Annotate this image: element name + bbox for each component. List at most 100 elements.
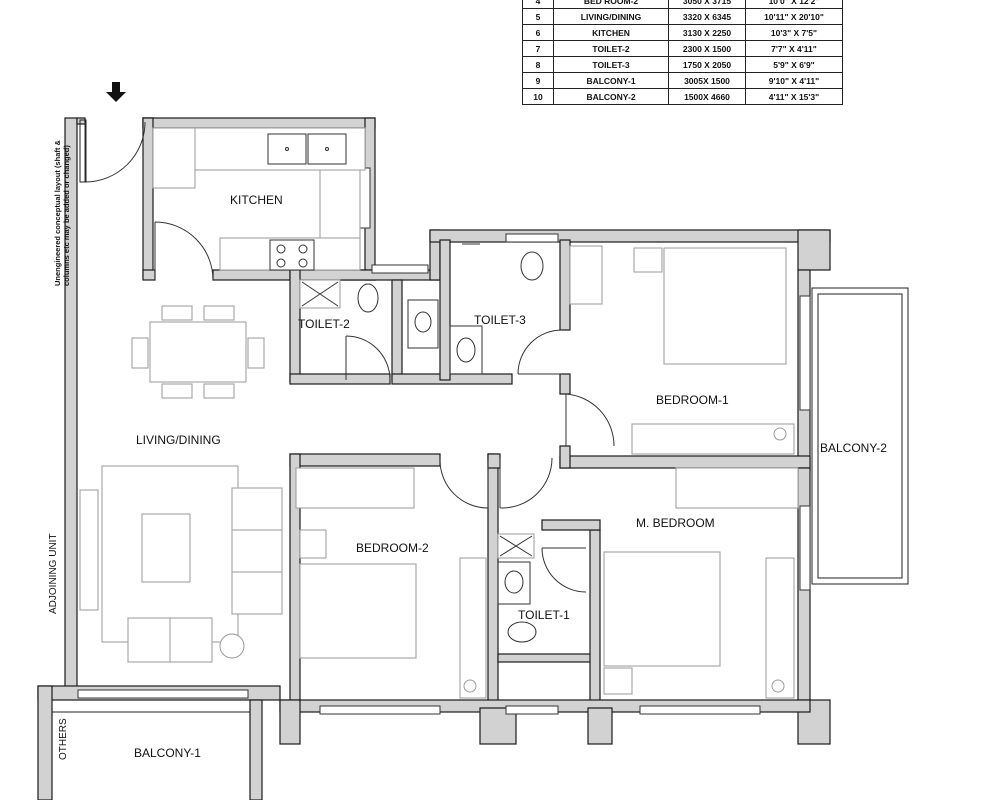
area-cell-ft: 4'11" X 15'3" (745, 88, 843, 105)
entry-door-swing (84, 121, 146, 183)
mbedroom-bed (603, 551, 721, 667)
dining-chair (161, 383, 193, 399)
area-cell-no: 7 (522, 40, 554, 57)
bedroom1-left-stub (559, 373, 571, 395)
label-toilet2: TOILET-2 (298, 317, 350, 331)
mbedroom-door-swing (499, 457, 553, 509)
dining-chair (247, 337, 265, 369)
bedroom2-bed (299, 563, 417, 659)
toilet1-basin (497, 561, 531, 605)
area-cell-room: BALCONY-1 (553, 72, 669, 89)
bedroom1-bed (663, 247, 787, 365)
area-cell-no: 6 (522, 24, 554, 41)
label-living: LIVING/DINING (136, 433, 221, 447)
layout-note-line2: columns etc may be added or changed) (62, 145, 71, 286)
area-cell-room: KITCHEN (553, 24, 669, 41)
toilet3-basin (449, 325, 483, 375)
area-cell-no: 9 (522, 72, 554, 89)
wardrobe-hatch (569, 245, 603, 305)
bedroom2-window (319, 705, 441, 715)
dining-table (149, 321, 247, 383)
burner-icon (298, 258, 308, 268)
toilet3-left-wall (439, 239, 451, 381)
area-cell-ft: 5'9" X 6'9" (745, 56, 843, 73)
area-cell-mm: 1750 X 2050 (668, 56, 746, 73)
area-cell-room: TOILET-2 (553, 40, 669, 57)
area-cell-no: 5 (522, 8, 554, 25)
toilet1-door-swing (541, 547, 587, 593)
balcony1-right-wall (249, 699, 263, 800)
toilet2-bottom-wall (289, 373, 391, 385)
label-mbedroom: M. BEDROOM (636, 516, 715, 530)
wc-icon (520, 251, 544, 281)
kitchen-counter-bottom (219, 237, 361, 271)
area-cell-ft: 10'3" X 7'5" (745, 24, 843, 41)
side-table (219, 633, 245, 659)
label-toilet3: TOILET-3 (474, 313, 526, 327)
label-bedroom1: BEDROOM-1 (656, 393, 729, 407)
shaft-cross (301, 281, 339, 307)
area-cell-mm: 1500X 4660 (668, 88, 746, 105)
entry-arrow-icon (106, 82, 126, 102)
kitchen-bottom-stub (142, 269, 156, 281)
area-cell-mm: 3050 X 3715 (668, 0, 746, 9)
kitchen-door-swing (154, 221, 214, 281)
bottom-mid-col-2 (587, 707, 613, 745)
entry-door-leaf (79, 119, 87, 183)
bedroom2-study (459, 557, 487, 699)
area-cell-no: 8 (522, 56, 554, 73)
dining-chair (161, 305, 193, 321)
area-cell-room: LIVING/DINING (553, 8, 669, 25)
bedside-table (603, 667, 633, 695)
balcony2-railing (817, 293, 903, 579)
area-cell-mm: 3130 X 2250 (668, 24, 746, 41)
mbedroom-study (765, 557, 795, 699)
wc-icon (357, 283, 379, 313)
toilet1-window (505, 705, 559, 715)
burner-icon (276, 258, 286, 268)
area-cell-room: BALCONY-2 (553, 88, 669, 105)
label-others: OTHERS (58, 718, 69, 760)
label-balcony2: BALCONY-2 (820, 441, 887, 455)
living-window (77, 689, 249, 699)
lamp-icon (463, 679, 477, 693)
burner-icon (276, 244, 286, 254)
dining-chair (203, 305, 235, 321)
mbedroom-bottom-window (639, 705, 761, 715)
entry-wall-stub (76, 117, 86, 125)
bedroom1-door-stub (559, 445, 571, 469)
area-cell-ft: 7'7" X 4'11" (745, 40, 843, 57)
bedroom2-top-wall (289, 453, 441, 467)
area-cell-ft: 10'11" X 20'10" (745, 8, 843, 25)
kitchen-counter-left (152, 127, 196, 189)
label-kitchen: KITCHEN (230, 193, 283, 207)
toilet3-right-wall (559, 239, 571, 331)
lamp-icon (773, 427, 787, 441)
toilet1-bottom-wall (497, 653, 595, 663)
area-cell-mm: 3005X 1500 (668, 72, 746, 89)
toilet1-right-wall (589, 529, 601, 711)
burner-icon (298, 244, 308, 254)
mbedroom-wardrobe (675, 467, 799, 509)
dining-chair (203, 383, 235, 399)
bedside-table (633, 247, 663, 273)
toilet2-door-swing (345, 335, 391, 381)
wc-icon (507, 621, 537, 643)
toilet2-window (371, 264, 429, 274)
bedroom2-door-swing (439, 459, 489, 509)
basin-bowl-icon (414, 311, 432, 333)
label-toilet1: TOILET-1 (518, 608, 570, 622)
balcony1-left-wall (37, 685, 53, 800)
area-cell-room: TOILET-3 (553, 56, 669, 73)
toilet2-basin (407, 299, 439, 349)
cooktop (269, 239, 315, 271)
area-cell-ft: 9'10" X 4'11" (745, 72, 843, 89)
area-cell-no: 4 (522, 0, 554, 9)
sink-drain-icon (325, 147, 329, 151)
area-cell-room: BED ROOM-2 (553, 0, 669, 9)
